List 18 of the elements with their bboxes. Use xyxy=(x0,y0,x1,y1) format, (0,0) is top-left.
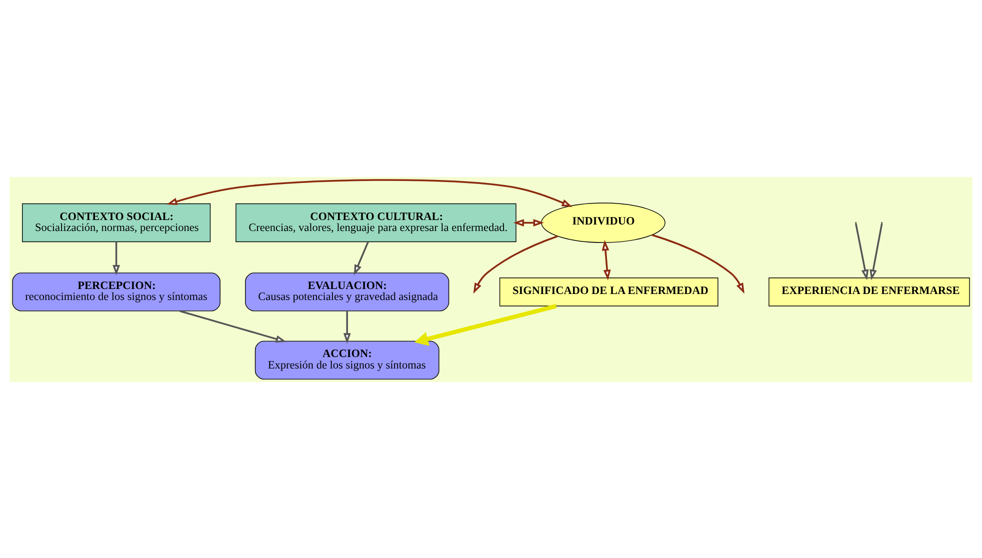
arrow xyxy=(354,240,369,275)
arrow xyxy=(343,310,351,344)
node-box: PERCEPCION: reconocimiento de los signos y síntomas xyxy=(12,272,220,311)
arrow xyxy=(870,222,883,280)
arrow xyxy=(855,222,869,280)
arrow xyxy=(112,241,120,276)
arrow xyxy=(179,310,286,342)
node-ellipse: INDIVIDUO xyxy=(541,202,666,242)
arrow xyxy=(414,304,557,346)
node-box: ACCION: Expresión de los signos y síntomas xyxy=(254,340,440,380)
node-box: CONTEXTO CULTURAL: Creencias, valores, lenguaje para expresar la enfermedad. xyxy=(236,202,516,242)
arrow xyxy=(513,218,544,226)
node-box: SIGNIFICADO DE LA ENFERMEDAD xyxy=(499,277,718,306)
arrow xyxy=(602,240,611,280)
node-box: EVALUACION: Causas potenciales y gravedad asignada xyxy=(245,272,450,311)
node-box: EXPERIENCIA DE ENFERMARSE xyxy=(768,277,970,306)
arrow xyxy=(166,178,572,206)
node-box: CONTEXTO SOCIAL: Socialización, normas, percepciones xyxy=(22,202,211,242)
